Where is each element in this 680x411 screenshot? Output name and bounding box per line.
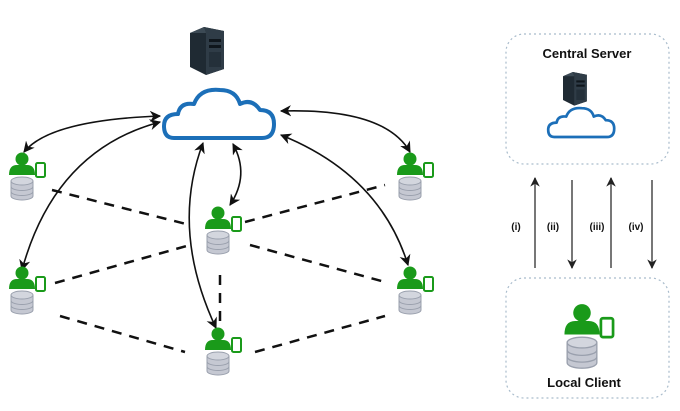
step-label-i: (i): [511, 222, 520, 233]
cloud-links: [19, 105, 411, 330]
client-node-top-left[interactable]: [8, 151, 46, 201]
link-cloud-mid-left: [19, 119, 162, 272]
client-node-mid-left[interactable]: [8, 265, 46, 315]
client-node-top-right[interactable]: [396, 151, 434, 201]
local-client-title: Local Client: [547, 375, 621, 390]
link-cloud-center: [229, 143, 243, 206]
central-server-icon: [190, 27, 224, 75]
cloud-icon: [162, 87, 276, 140]
server-box-server-icon: [563, 72, 587, 106]
link-cloud-top-right: [279, 105, 411, 153]
peer-link: [244, 183, 386, 224]
link-cloud-mid-right: [279, 133, 411, 267]
step-label-ii: (ii): [547, 222, 559, 233]
step-label-iii: (iii): [590, 222, 605, 233]
client-node-center[interactable]: [204, 205, 242, 255]
client-node-bottom[interactable]: [204, 326, 242, 376]
central-server-title: Central Server: [543, 46, 632, 61]
link-cloud-top-left: [23, 110, 162, 153]
peer-link: [254, 314, 386, 354]
peer-link: [51, 188, 191, 227]
link-cloud-bottom: [188, 141, 217, 330]
peer-link: [249, 243, 386, 284]
peer-link: [59, 314, 186, 354]
step-arrows: [530, 177, 657, 269]
central-server-box: [505, 33, 670, 165]
peer-link: [54, 243, 191, 285]
client-node-mid-right[interactable]: [396, 265, 434, 315]
step-label-iv: (iv): [629, 222, 644, 233]
